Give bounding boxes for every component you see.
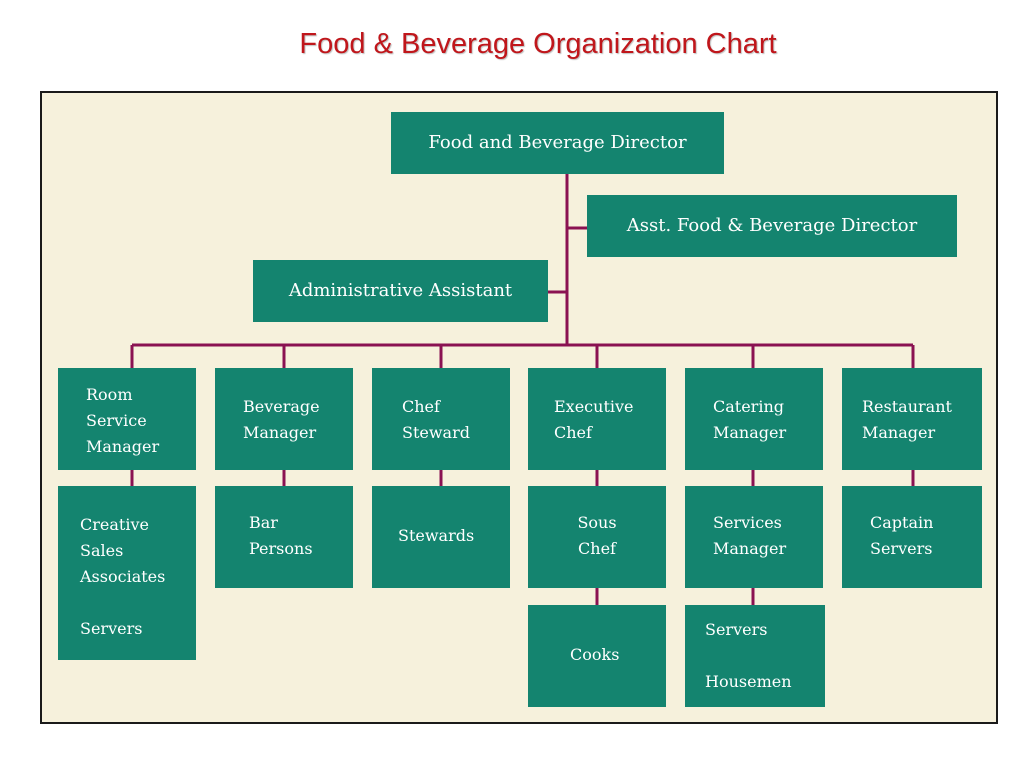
catering-manager-box: Catering Manager bbox=[685, 368, 823, 470]
captain-servers-box: Captain Servers bbox=[842, 486, 982, 588]
sous-chef-box: Sous Chef bbox=[528, 486, 666, 588]
page-title: Food & Beverage Organization Chart bbox=[299, 28, 777, 60]
executive-chef-box: Executive Chef bbox=[528, 368, 666, 470]
cooks-box: Cooks bbox=[528, 605, 666, 707]
bar-persons-box: Bar Persons bbox=[215, 486, 353, 588]
room-service-staff-box: Creative Sales Associates Servers bbox=[58, 486, 196, 660]
servers-housemen-box: Servers Housemen bbox=[685, 605, 825, 707]
restaurant-manager-box: Restaurant Manager bbox=[842, 368, 982, 470]
director-box: Food and Beverage Director bbox=[391, 112, 724, 174]
asst-director-box: Asst. Food & Beverage Director bbox=[587, 195, 957, 257]
room-service-manager-box: Room Service Manager bbox=[58, 368, 196, 470]
beverage-manager-box: Beverage Manager bbox=[215, 368, 353, 470]
services-manager-box: Services Manager bbox=[685, 486, 823, 588]
chef-steward-box: Chef Steward bbox=[372, 368, 510, 470]
stewards-box: Stewards bbox=[372, 486, 510, 588]
admin-assistant-box: Administrative Assistant bbox=[253, 260, 548, 322]
